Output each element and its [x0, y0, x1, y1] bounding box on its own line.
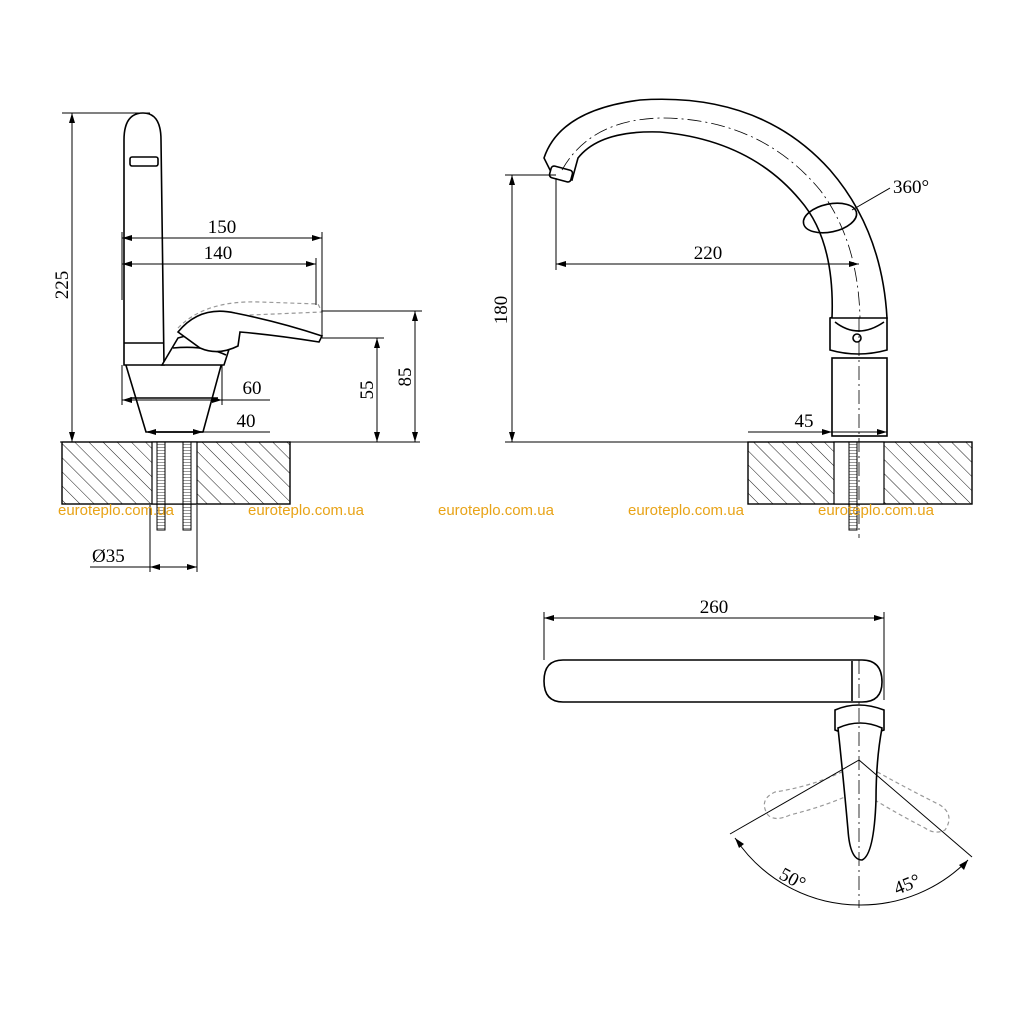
- dim-label-40: 40: [237, 411, 256, 432]
- watermark-1: euroteplo.com.ua: [58, 502, 175, 519]
- dim-label-angle-45: 45°: [891, 870, 924, 899]
- dim-label-85: 85: [395, 368, 416, 387]
- watermark-4: euroteplo.com.ua: [628, 502, 745, 519]
- watermark-row: euroteplo.com.ua euroteplo.com.ua eurote…: [58, 502, 935, 519]
- dim-85: 85: [322, 310, 422, 442]
- dim-60: 60: [121, 365, 270, 405]
- dim-55: 55: [322, 337, 384, 442]
- front-view: 180 220 45 360°: [491, 98, 973, 538]
- dim-140: 140: [122, 243, 317, 305]
- watermark-2: euroteplo.com.ua: [248, 502, 365, 519]
- faucet-side: [123, 112, 324, 433]
- dim-label-60: 60: [243, 378, 262, 399]
- faucet-front: [543, 98, 888, 538]
- dim-label-45: 45: [795, 411, 814, 432]
- countertop-left: [61, 441, 291, 531]
- dim-225: 225: [52, 112, 150, 442]
- dim-label-220: 220: [694, 243, 723, 264]
- side-view: 225 150 140 60: [52, 112, 422, 572]
- dim-label-rotation-360: 360°: [893, 177, 929, 198]
- watermark-5: euroteplo.com.ua: [818, 502, 935, 519]
- countertop-right: [747, 441, 973, 531]
- dim-220: 220: [555, 178, 859, 270]
- dim-150: 150: [121, 217, 323, 338]
- dim-diameter-35: Ø35: [90, 505, 198, 572]
- dim-label-55: 55: [357, 381, 378, 400]
- dim-label-225: 225: [52, 271, 73, 300]
- watermark-3: euroteplo.com.ua: [438, 502, 555, 519]
- dim-45: 45: [748, 411, 887, 435]
- dim-40: 40: [146, 411, 270, 435]
- dim-label-260: 260: [700, 597, 729, 618]
- dim-label-diameter-35: Ø35: [92, 546, 125, 567]
- dim-260: 260: [543, 597, 885, 700]
- dim-rotation-360: 360°: [851, 177, 929, 211]
- dim-label-150: 150: [208, 217, 237, 238]
- dim-180: 180: [491, 174, 556, 442]
- dim-label-140: 140: [204, 243, 233, 264]
- top-view: 260 50° 45°: [543, 597, 973, 908]
- dim-label-180: 180: [491, 296, 512, 325]
- dim-label-angle-50: 50°: [776, 864, 809, 895]
